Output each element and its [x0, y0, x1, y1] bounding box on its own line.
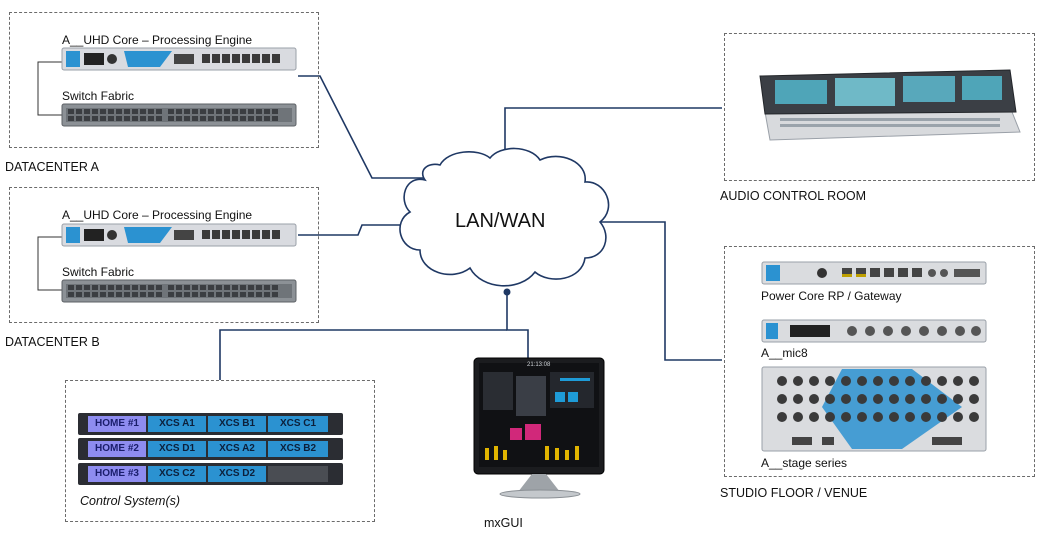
- server-bay: [268, 466, 328, 482]
- xcs-cell: XCS C1: [268, 416, 328, 432]
- switch-a-label: Switch Fabric: [62, 89, 135, 103]
- xcs-cell: XCS D2: [208, 466, 266, 482]
- home-3-cell: HOME #3: [88, 466, 146, 482]
- audio-control-room-box: [724, 33, 1035, 181]
- core-b-label: A__UHD Core – Processing Engine: [62, 208, 253, 222]
- uhd-core-b: [61, 223, 297, 247]
- link-datacenter-b: [298, 224, 405, 236]
- xcs-server-row-3: HOME #3 XCS C2 XCS D2: [78, 463, 343, 485]
- audio-control-room-label: AUDIO CONTROL ROOM: [720, 189, 867, 203]
- mxgui-screen-time: 21:13:08: [527, 362, 551, 368]
- cloud-label: LAN/WAN: [455, 210, 546, 232]
- xcs-cell: XCS D1: [148, 441, 206, 457]
- mxgui-monitor: [473, 357, 605, 499]
- control-systems-box: [65, 380, 375, 522]
- home-2-cell: HOME #2: [88, 441, 146, 457]
- xcs-server-row-2: HOME #2 XCS D1 XCS A2 XCS B2: [78, 438, 343, 460]
- datacenter-a-box: [9, 12, 319, 148]
- link-datacenter-a: [298, 75, 425, 179]
- datacenter-b-box: [9, 187, 319, 323]
- link-audio-control-room: [504, 107, 722, 158]
- switch-fabric-a: [61, 103, 297, 127]
- link-control-systems: [219, 329, 507, 380]
- power-core-rp-device: [761, 261, 987, 285]
- mic8-device: [761, 319, 987, 343]
- studio-floor-label: STUDIO FLOOR / VENUE: [720, 486, 868, 500]
- xcs-cell: XCS C2: [148, 466, 206, 482]
- xcs-cell: XCS B1: [208, 416, 266, 432]
- control-systems-label: Control System(s): [80, 494, 181, 508]
- mixing-console: [759, 69, 1021, 141]
- xcs-cell: XCS B2: [268, 441, 328, 457]
- mic8-label: A__mic8: [761, 346, 808, 360]
- stage-series-device: [761, 366, 987, 452]
- junction-dot: [503, 288, 511, 296]
- xcs-cell: XCS A2: [208, 441, 266, 457]
- power-core-label: Power Core RP / Gateway: [761, 289, 902, 303]
- stage-series-label: A__stage series: [761, 456, 848, 470]
- core-a-label: A__UHD Core – Processing Engine: [62, 33, 253, 47]
- uhd-core-a: [61, 47, 297, 71]
- datacenter-a-label: DATACENTER A: [5, 160, 99, 174]
- switch-b-label: Switch Fabric: [62, 265, 135, 279]
- switch-fabric-b: [61, 279, 297, 303]
- xcs-server-row-1: HOME #1 XCS A1 XCS B1 XCS C1: [78, 413, 343, 435]
- home-1-cell: HOME #1: [88, 416, 146, 432]
- link-studio-floor: [595, 221, 722, 361]
- xcs-cell: XCS A1: [148, 416, 206, 432]
- link-mxgui: [506, 292, 529, 360]
- datacenter-b-label: DATACENTER B: [5, 335, 100, 349]
- studio-floor-box: [724, 246, 1035, 477]
- mxgui-label: mxGUI: [484, 516, 523, 530]
